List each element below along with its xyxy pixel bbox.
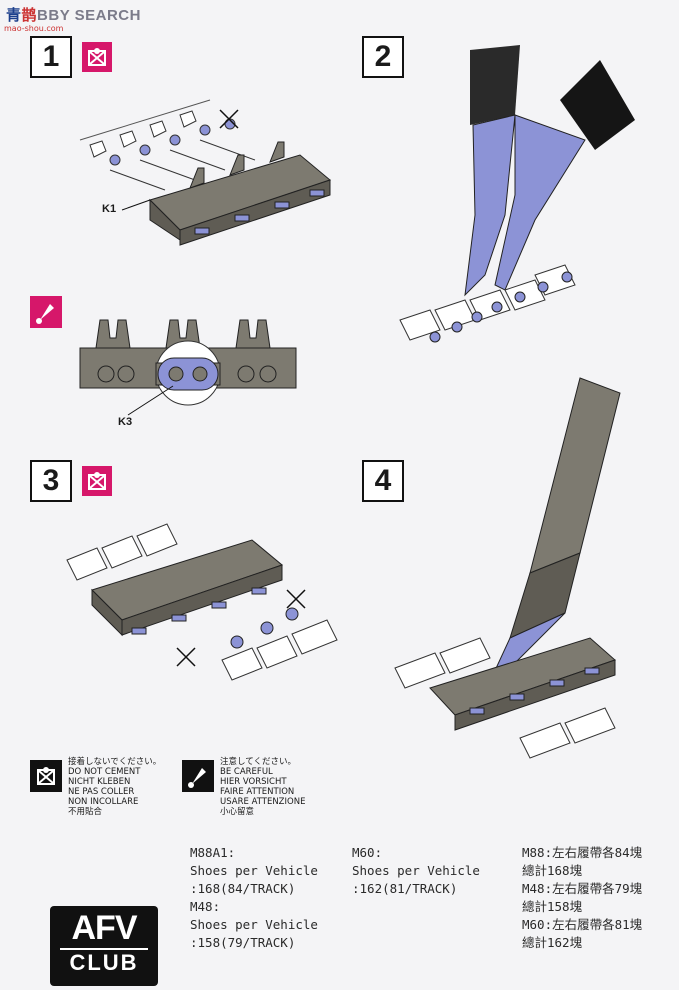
callout-k3: K3	[118, 416, 133, 428]
info-line: M48:左右履帶各79塊	[522, 881, 643, 896]
step-2-number: 2	[362, 36, 404, 78]
info-line: 總計162塊	[522, 935, 583, 950]
step-2-tweezers-illustration	[399, 45, 635, 343]
no-cement-legend-text: 接着しないでください。 DO NOT CEMENT NICHT KLEBEN N…	[68, 757, 162, 817]
step-3-track-illustration	[66, 523, 338, 681]
track-info-m60: M60: Shoes per Vehicle :162(81/TRACK)	[352, 845, 480, 896]
callout-k1: K1	[102, 203, 117, 215]
brand-bottom: CLUB	[60, 948, 148, 976]
track-info-m88a1-m48: M88A1: Shoes per Vehicle :168(84/TRACK) …	[190, 845, 318, 950]
track-info-chinese: M88:左右履帶各84塊 總計168塊 M48:左右履帶各79塊 總計158塊 …	[522, 844, 642, 952]
step-4-number: 4	[362, 460, 404, 502]
site-watermark-logo: 青鹊BBY SEARCH	[6, 7, 141, 24]
info-line: M88:左右履帶各84塊	[522, 845, 643, 860]
brand-top: AFV	[71, 909, 138, 947]
careful-legend-icon	[182, 760, 214, 792]
careful-legend-text: 注意してください。 BE CAREFUL HIER VORSICHT FAIRE…	[220, 757, 306, 817]
track-pin-detail-illustration	[79, 319, 297, 416]
info-line: M60:左右履帶各81塊	[522, 917, 643, 932]
info-line: 總計168塊	[522, 863, 583, 878]
step-4-knife-illustration	[394, 377, 621, 759]
no-cement-icon-step-3	[82, 466, 112, 496]
no-cement-legend-icon	[30, 760, 62, 792]
info-line: 總計158塊	[522, 899, 583, 914]
step-3-number: 3	[30, 460, 72, 502]
no-cement-icon	[82, 42, 112, 72]
site-watermark-url: mao-shou.com	[4, 24, 64, 33]
afv-club-logo: AFV CLUB	[50, 906, 158, 986]
step-1-track-illustration	[79, 99, 332, 246]
step-1-number: 1	[30, 36, 72, 78]
careful-icon	[30, 296, 62, 328]
